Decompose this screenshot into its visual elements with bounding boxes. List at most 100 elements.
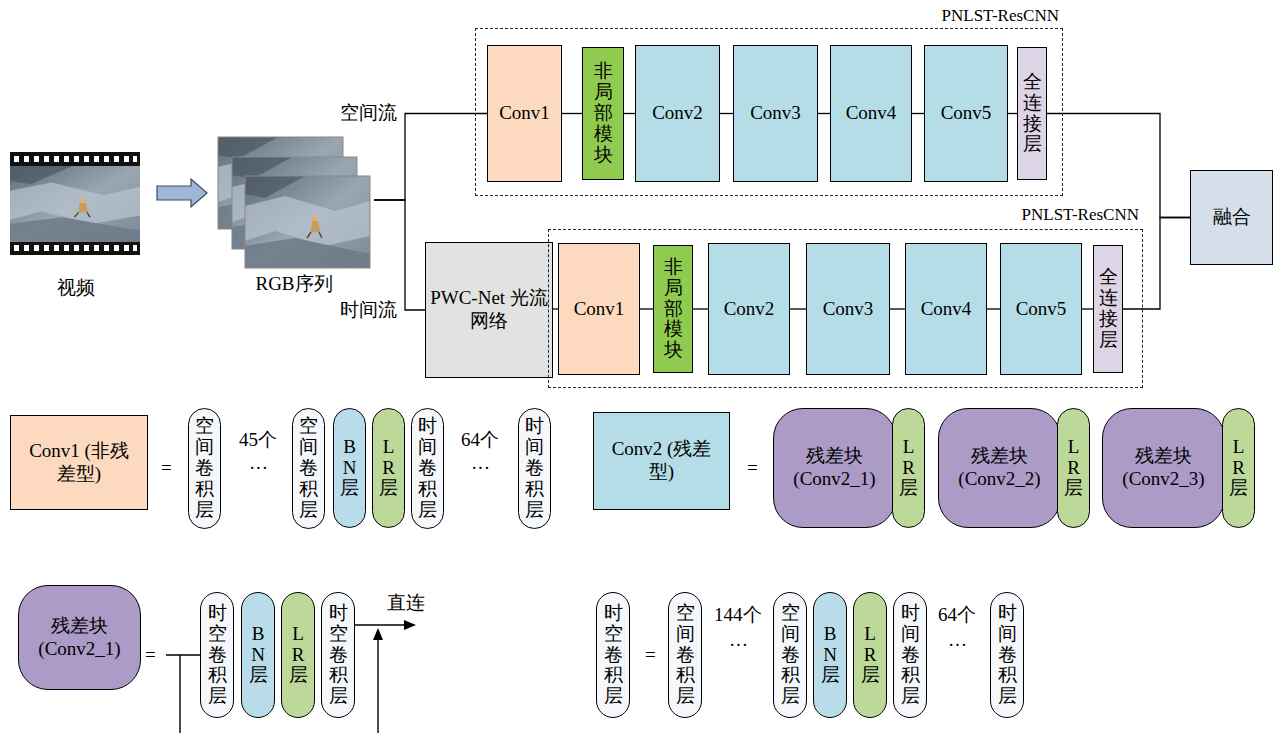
node-label: 残差块 (Conv2_1) xyxy=(774,445,895,491)
rgb-frames xyxy=(218,137,370,268)
conv-block: Conv3 xyxy=(806,243,890,375)
conv-block: Conv1 xyxy=(487,45,562,182)
fc-layer: 全连接层 xyxy=(1093,245,1123,373)
connector xyxy=(912,113,924,114)
conv-block: Conv1 (非残差型) xyxy=(10,415,148,510)
node-label: BN层 xyxy=(249,624,268,687)
layer-pill: 空间卷积层 xyxy=(773,592,807,718)
connector xyxy=(890,308,905,309)
connector xyxy=(562,113,582,114)
layer-pill: 时间卷积层 xyxy=(411,408,444,529)
residual-block: 残差块 (Conv2_3) xyxy=(1102,408,1225,528)
annotation: ··· xyxy=(948,634,967,657)
annotation: 64个 xyxy=(461,429,499,452)
connector xyxy=(1047,114,1190,218)
arrow-head xyxy=(373,628,383,640)
node-label: 残差块 (Conv2_1) xyxy=(19,615,140,661)
group-title: PNLST-ResCNN xyxy=(942,6,1059,26)
connector xyxy=(818,113,830,114)
block-arrow xyxy=(157,179,207,207)
annotation: 64个 xyxy=(938,604,976,627)
connector xyxy=(640,308,653,309)
annotation: ··· xyxy=(249,457,268,480)
node-label: Conv1 xyxy=(574,298,625,321)
network-group: PNLST-ResCNN Conv1 非局部模块 Conv2 Conv3 Conv4 Con… xyxy=(475,6,1063,196)
annotation: 144个 xyxy=(714,604,762,627)
node-label: Conv3 xyxy=(823,298,874,321)
node-label: Conv5 xyxy=(941,102,992,125)
node-label: 时间卷积层 xyxy=(998,603,1017,707)
conv-block: Conv4 xyxy=(830,45,912,182)
conv-block: Conv5 xyxy=(924,45,1008,182)
residual-block: 残差块 (Conv2_2) xyxy=(938,408,1061,528)
fusion-box: 融合 xyxy=(1190,170,1273,265)
network-group: PNLST-ResCNNConv1非局部模块Conv2Conv3Conv4Con… xyxy=(548,205,1143,388)
edge-label: 空间流 xyxy=(338,102,399,125)
layer-pill: LR层 xyxy=(853,592,887,718)
connector xyxy=(374,114,487,201)
node-label: Conv2 xyxy=(652,102,703,125)
equals-sign: = xyxy=(145,644,156,667)
annotation: 45个 xyxy=(239,429,277,452)
annotation: 直连 xyxy=(387,592,425,615)
layer-pill: LR层 xyxy=(892,408,925,528)
node-label: 时空卷积层 xyxy=(208,603,227,707)
layer-pill: LR层 xyxy=(372,408,405,528)
layer-pill: 时间卷积层 xyxy=(893,592,927,718)
connector xyxy=(1008,113,1017,114)
node-label: 残差块 (Conv2_3) xyxy=(1103,445,1224,491)
layer-pill: 空间卷积层 xyxy=(292,408,325,529)
node-label: 时间卷积层 xyxy=(525,416,544,520)
connector xyxy=(1082,308,1093,309)
node-label: LR层 xyxy=(899,437,918,500)
node-label: 空间卷积层 xyxy=(676,603,695,707)
arrow-head xyxy=(404,620,416,630)
conv-block: Conv3 xyxy=(733,45,818,182)
annotation: ··· xyxy=(471,457,490,480)
rgb-sequence: RGB序列 xyxy=(214,134,374,296)
video-thumbnail: 视频 xyxy=(8,148,144,300)
node-label: 全连接层 xyxy=(1023,72,1042,156)
conv-block: Conv2 xyxy=(635,45,720,182)
conv-block: Conv2 (残差型) xyxy=(593,412,730,510)
layer-pill: 时间卷积层 xyxy=(518,408,551,529)
node-label: 时空卷积层 xyxy=(329,603,348,707)
node-label: Conv3 xyxy=(750,102,801,125)
node-label: RGB序列 xyxy=(255,273,332,296)
node-label: 空间卷积层 xyxy=(299,416,318,520)
node-label: LR层 xyxy=(289,624,308,687)
node-label: 非局部模块 xyxy=(594,61,613,165)
node-label: BN层 xyxy=(340,437,359,500)
layer-pill: LR层 xyxy=(281,592,315,718)
connector xyxy=(374,200,425,310)
conv-block: Conv1 xyxy=(558,243,640,375)
connector xyxy=(1123,218,1190,310)
edge-label: 时间流 xyxy=(338,299,399,322)
node-label: LR层 xyxy=(379,437,398,500)
node-label: LR层 xyxy=(861,624,880,687)
connector xyxy=(720,113,733,114)
layer-pill: LR层 xyxy=(1057,408,1090,528)
layer-pill: BN层 xyxy=(813,592,847,718)
non-local-module: 非局部模块 xyxy=(582,47,624,180)
group-title: PNLST-ResCNN xyxy=(1022,205,1139,225)
non-local-module: 非局部模块 xyxy=(653,245,693,373)
layer-pill: 空间卷积层 xyxy=(668,592,702,718)
film-strip xyxy=(10,152,140,255)
node-label: Conv4 xyxy=(846,102,897,125)
node-label: 全连接层 xyxy=(1099,267,1118,351)
connector xyxy=(790,308,806,309)
node-label: 视频 xyxy=(57,277,95,300)
residual-block: 残差块 (Conv2_1) xyxy=(18,585,141,690)
node-label: Conv2 (残差型) xyxy=(606,438,718,484)
layer-pill: 时空卷积层 xyxy=(200,592,234,718)
annotation: ··· xyxy=(729,634,748,657)
layer-pill: 空间卷积层 xyxy=(188,408,221,529)
conv-block: Conv5 xyxy=(1000,243,1082,375)
optical-flow-box: PWC-Net 光流网络 xyxy=(425,242,553,378)
connector xyxy=(624,113,635,114)
node-label: 残差块 (Conv2_2) xyxy=(939,445,1060,491)
layer-pill: 时间卷积层 xyxy=(990,592,1024,718)
layer-pill: BN层 xyxy=(333,408,366,528)
node-label: LR层 xyxy=(1064,437,1083,500)
